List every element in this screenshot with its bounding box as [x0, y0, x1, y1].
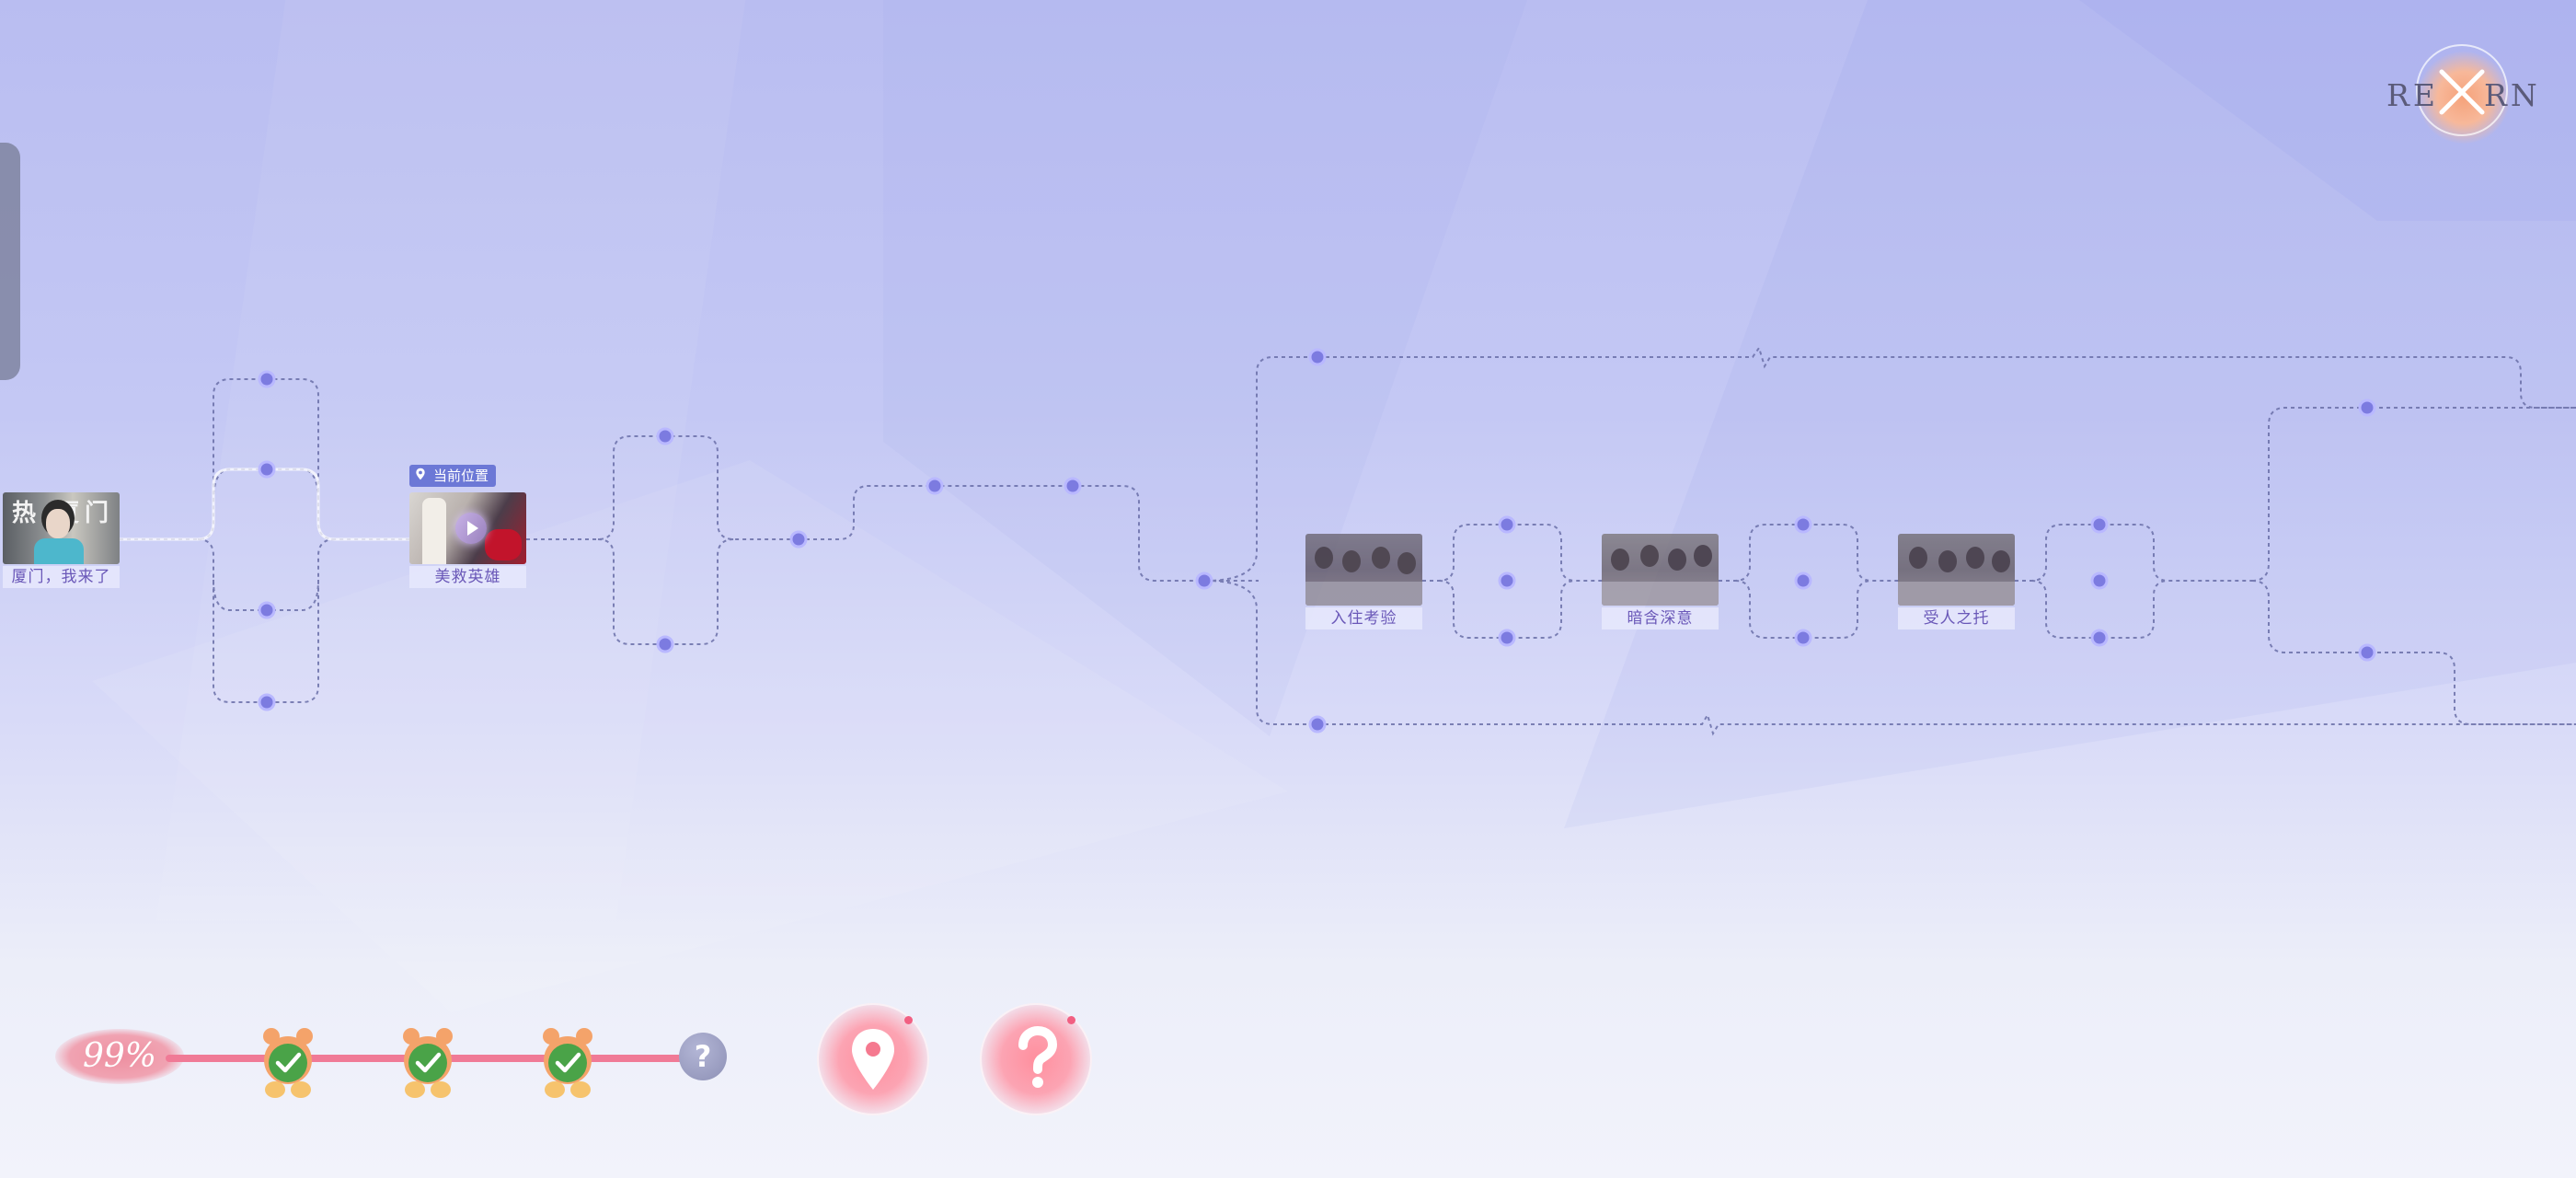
node-thumbnail: 热 厦门 — [3, 492, 120, 564]
story-node-4[interactable]: 暗含深意 — [1602, 534, 1719, 629]
notification-dot — [1067, 1016, 1075, 1024]
check-icon — [408, 1044, 447, 1082]
story-node-1[interactable]: 热 厦门 厦门，我来了 — [3, 492, 120, 588]
node-title: 美救英雄 — [409, 566, 526, 588]
logo-text-right: RN — [2484, 77, 2541, 113]
story-node-5[interactable]: 受人之托 — [1898, 534, 2015, 629]
bear-badge-1[interactable] — [255, 1023, 321, 1103]
location-pin-icon — [852, 1029, 894, 1090]
locked-reward-icon[interactable]: ? — [679, 1033, 727, 1080]
logo-ring — [2416, 44, 2508, 136]
help-button[interactable] — [980, 1003, 1092, 1115]
node-thumbnail — [1305, 534, 1422, 606]
location-pin-icon — [416, 468, 425, 480]
node-thumbnail — [1898, 534, 2015, 606]
node-title: 厦门，我来了 — [3, 566, 120, 588]
logo-text-left: RE — [2386, 77, 2439, 113]
node-title: 受人之托 — [1898, 607, 2015, 629]
locate-button[interactable] — [817, 1003, 929, 1115]
current-position-tag: 当前位置 — [409, 465, 497, 487]
node-thumbnail — [409, 492, 526, 564]
node-title: 入住考验 — [1305, 607, 1422, 629]
question-icon — [1018, 1025, 1058, 1088]
bear-badge-2[interactable] — [395, 1023, 461, 1103]
bear-badge-3[interactable] — [535, 1023, 601, 1103]
check-icon — [269, 1044, 307, 1082]
story-node-2[interactable]: 当前位置 美救英雄 — [409, 465, 526, 588]
current-position-label: 当前位置 — [433, 468, 489, 484]
notification-dot — [904, 1016, 913, 1024]
progress-percent: 99% — [55, 1029, 184, 1084]
check-icon — [548, 1044, 587, 1082]
play-icon — [455, 513, 487, 544]
node-thumbnail — [1602, 534, 1719, 606]
logo-x-mark — [2439, 69, 2485, 115]
side-drawer-tab[interactable] — [0, 143, 20, 380]
story-node-3[interactable]: 入住考验 — [1305, 534, 1422, 629]
node-title: 暗含深意 — [1602, 607, 1719, 629]
game-logo: RE RN — [2381, 42, 2537, 145]
